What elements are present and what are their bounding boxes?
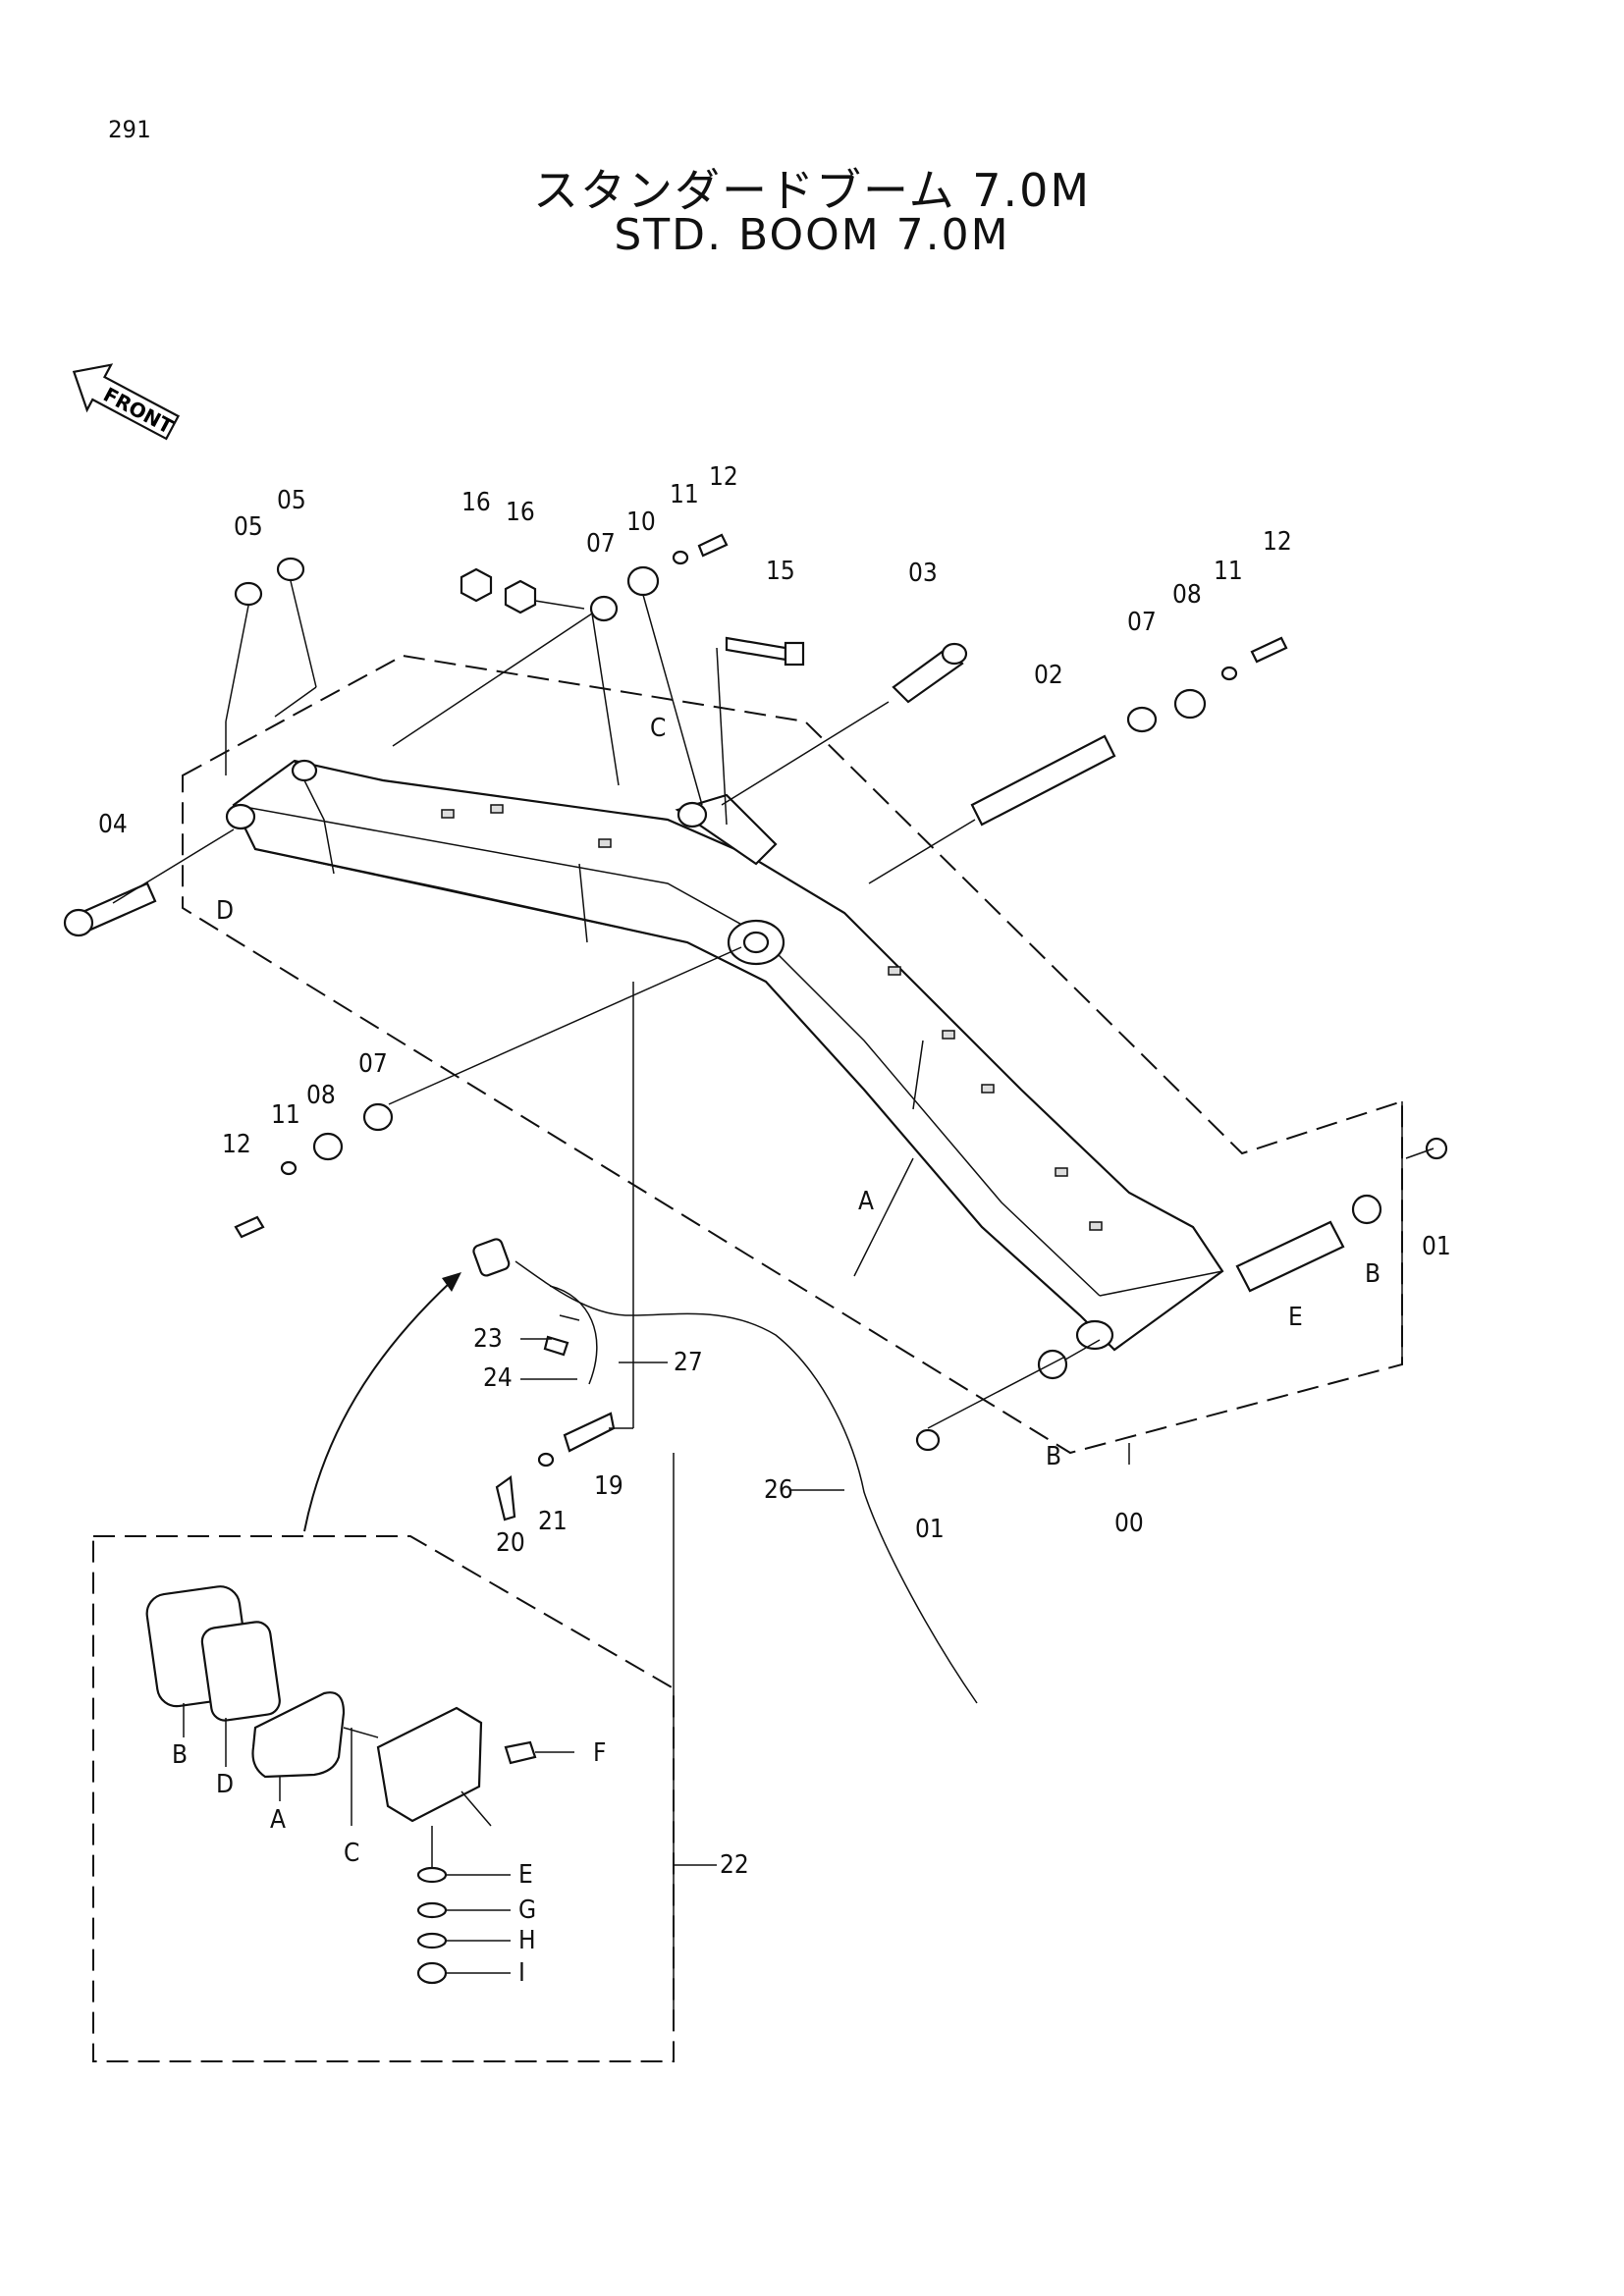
callout-D: D xyxy=(216,896,234,926)
bolt-15-icon xyxy=(725,636,787,662)
callout-C: C xyxy=(650,714,666,743)
detail-callout-F: F xyxy=(593,1738,606,1768)
pin-03-icon xyxy=(892,646,964,704)
callout-22: 22 xyxy=(720,1850,749,1880)
callout-02: 02 xyxy=(1034,661,1063,690)
washer-07b-icon xyxy=(1126,706,1158,733)
callout-E: E xyxy=(1288,1303,1303,1332)
callout-08b: 08 xyxy=(306,1081,336,1110)
washer-07c-icon xyxy=(362,1102,394,1132)
detail-callout-A: A xyxy=(270,1805,286,1835)
bolt-12b-icon xyxy=(1250,636,1288,664)
callout-04: 04 xyxy=(98,810,128,839)
callout-08a: 08 xyxy=(1172,580,1202,610)
callout-A: A xyxy=(858,1187,874,1216)
bolt-23-icon xyxy=(543,1335,569,1357)
lamp-detail-outline xyxy=(92,1535,675,2062)
detail-callout-D: D xyxy=(216,1770,234,1799)
callout-01a: 01 xyxy=(1422,1232,1451,1261)
callout-07a: 07 xyxy=(586,529,616,559)
front-arrow-icon: FRONT xyxy=(72,363,181,441)
washer-05b-icon xyxy=(276,557,305,582)
callout-B1: B xyxy=(1365,1259,1380,1289)
callout-05a: 05 xyxy=(234,512,263,542)
callout-05b: 05 xyxy=(277,486,306,515)
callout-24: 24 xyxy=(483,1363,513,1393)
callout-07c: 07 xyxy=(358,1049,388,1079)
detail-callout-B: B xyxy=(172,1740,188,1770)
callout-11a: 11 xyxy=(670,480,699,509)
detail-callout-G: G xyxy=(518,1896,536,1925)
plate-10-icon xyxy=(626,565,660,597)
callout-03: 03 xyxy=(908,559,938,588)
bushing-B1-icon xyxy=(1351,1194,1382,1225)
callout-01b: 01 xyxy=(915,1515,945,1544)
bracket-19-icon xyxy=(563,1412,616,1453)
callout-19: 19 xyxy=(594,1471,623,1501)
callout-B2: B xyxy=(1046,1442,1061,1471)
callout-labels: 05 05 16 16 07 10 11 12 15 03 02 07 08 1… xyxy=(98,462,1451,1988)
detail-callout-C: C xyxy=(344,1839,359,1868)
washer-01a-icon xyxy=(1425,1137,1448,1160)
pin-E-icon xyxy=(1235,1220,1345,1293)
title-english: STD. BOOM 7.0M xyxy=(614,210,1010,260)
callout-23: 23 xyxy=(473,1324,503,1354)
nut-16a-icon xyxy=(460,567,493,603)
title-japanese: スタンダードブーム 7.0M xyxy=(532,164,1092,217)
washer-05a-icon xyxy=(234,581,263,607)
callout-16b: 16 xyxy=(506,498,535,527)
callout-21: 21 xyxy=(538,1507,568,1536)
callout-20: 20 xyxy=(496,1528,525,1558)
detail-callout-I: I xyxy=(518,1958,525,1988)
callout-27: 27 xyxy=(674,1348,703,1377)
lockwasher-11b-icon xyxy=(1220,666,1238,681)
detail-callout-E: E xyxy=(518,1860,533,1890)
callout-16a: 16 xyxy=(461,488,491,517)
callout-11c: 11 xyxy=(271,1100,300,1130)
callout-26: 26 xyxy=(764,1475,793,1505)
pin-02-icon xyxy=(970,734,1116,827)
lockwasher-11a-icon xyxy=(672,550,689,565)
callout-07b: 07 xyxy=(1127,608,1157,637)
plate-08b-icon xyxy=(312,1132,344,1161)
detail-callout-H: H xyxy=(518,1926,536,1955)
callout-12c: 12 xyxy=(222,1130,251,1159)
boom-body xyxy=(225,759,1224,1352)
bushing-B2-icon xyxy=(1037,1349,1068,1380)
lamp-detail xyxy=(145,1585,574,1985)
page-number: 291 xyxy=(108,116,151,143)
washer-01b-icon xyxy=(915,1428,941,1452)
bolt-12c-icon xyxy=(234,1215,265,1239)
work-light-icon xyxy=(472,1238,511,1277)
detail-arrow xyxy=(303,1280,453,1532)
callout-00: 00 xyxy=(1114,1509,1144,1538)
lockwasher-11c-icon xyxy=(280,1160,298,1176)
lockwasher-21-icon xyxy=(537,1452,555,1468)
washer-07a-icon xyxy=(589,595,619,622)
bolt-20-icon xyxy=(495,1475,516,1522)
plate-08a-icon xyxy=(1173,688,1207,720)
bolt-15-head-icon xyxy=(784,641,805,667)
nut-16b-icon xyxy=(504,579,537,614)
boom-assembly-outline xyxy=(182,654,1403,1455)
harness-27 xyxy=(514,1260,978,1704)
callout-10: 10 xyxy=(626,507,656,537)
callout-12a: 12 xyxy=(709,462,738,492)
bolt-12a-icon xyxy=(697,533,729,558)
callout-12b: 12 xyxy=(1263,527,1292,557)
callout-11b: 11 xyxy=(1214,557,1243,586)
callout-15: 15 xyxy=(766,557,795,586)
